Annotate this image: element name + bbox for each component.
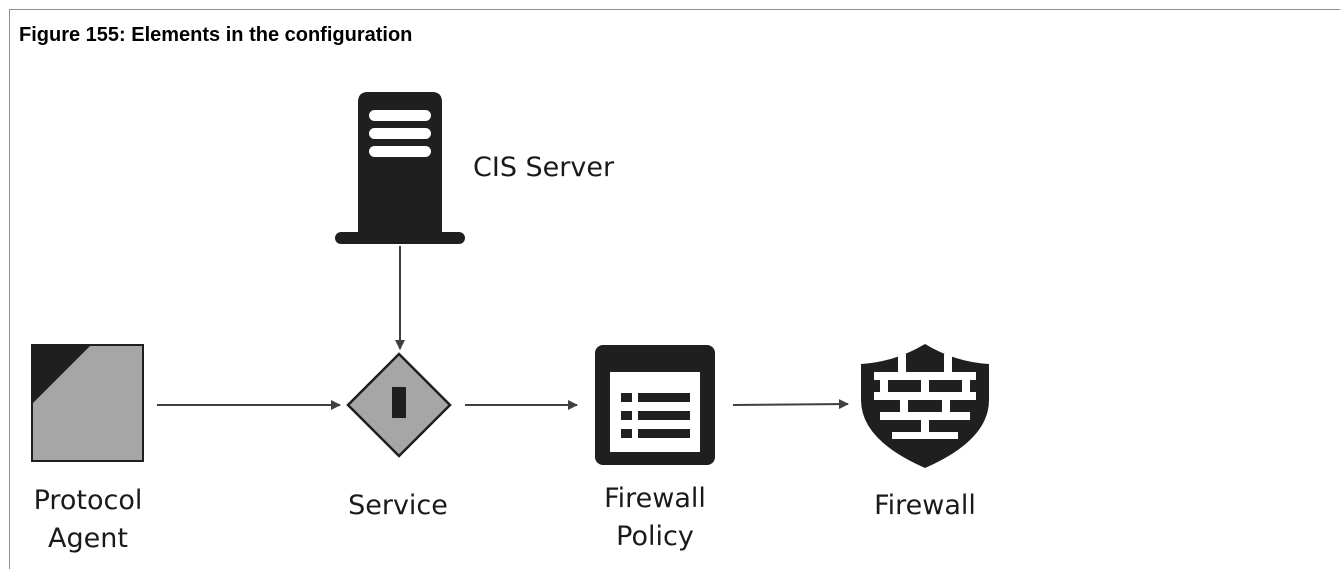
- edge-firewall-policy-to-firewall: [732, 399, 849, 410]
- service-diamond-icon: [346, 352, 452, 458]
- service-label: Service: [348, 490, 448, 521]
- protocol-agent-icon: [31, 344, 144, 462]
- protocol-agent-label: Protocol Agent: [33, 485, 143, 554]
- firewall-shield-icon: [861, 344, 989, 468]
- firewall-label: Firewall: [874, 490, 976, 521]
- figure-title: Figure 155: Elements in the configuratio…: [19, 24, 413, 46]
- policy-list-icon: [595, 345, 715, 465]
- figure-frame: [9, 9, 1340, 569]
- firewall-policy-label: Firewall Policy: [604, 483, 706, 552]
- server-icon: [335, 92, 465, 244]
- cis-server-label: CIS Server: [473, 152, 615, 183]
